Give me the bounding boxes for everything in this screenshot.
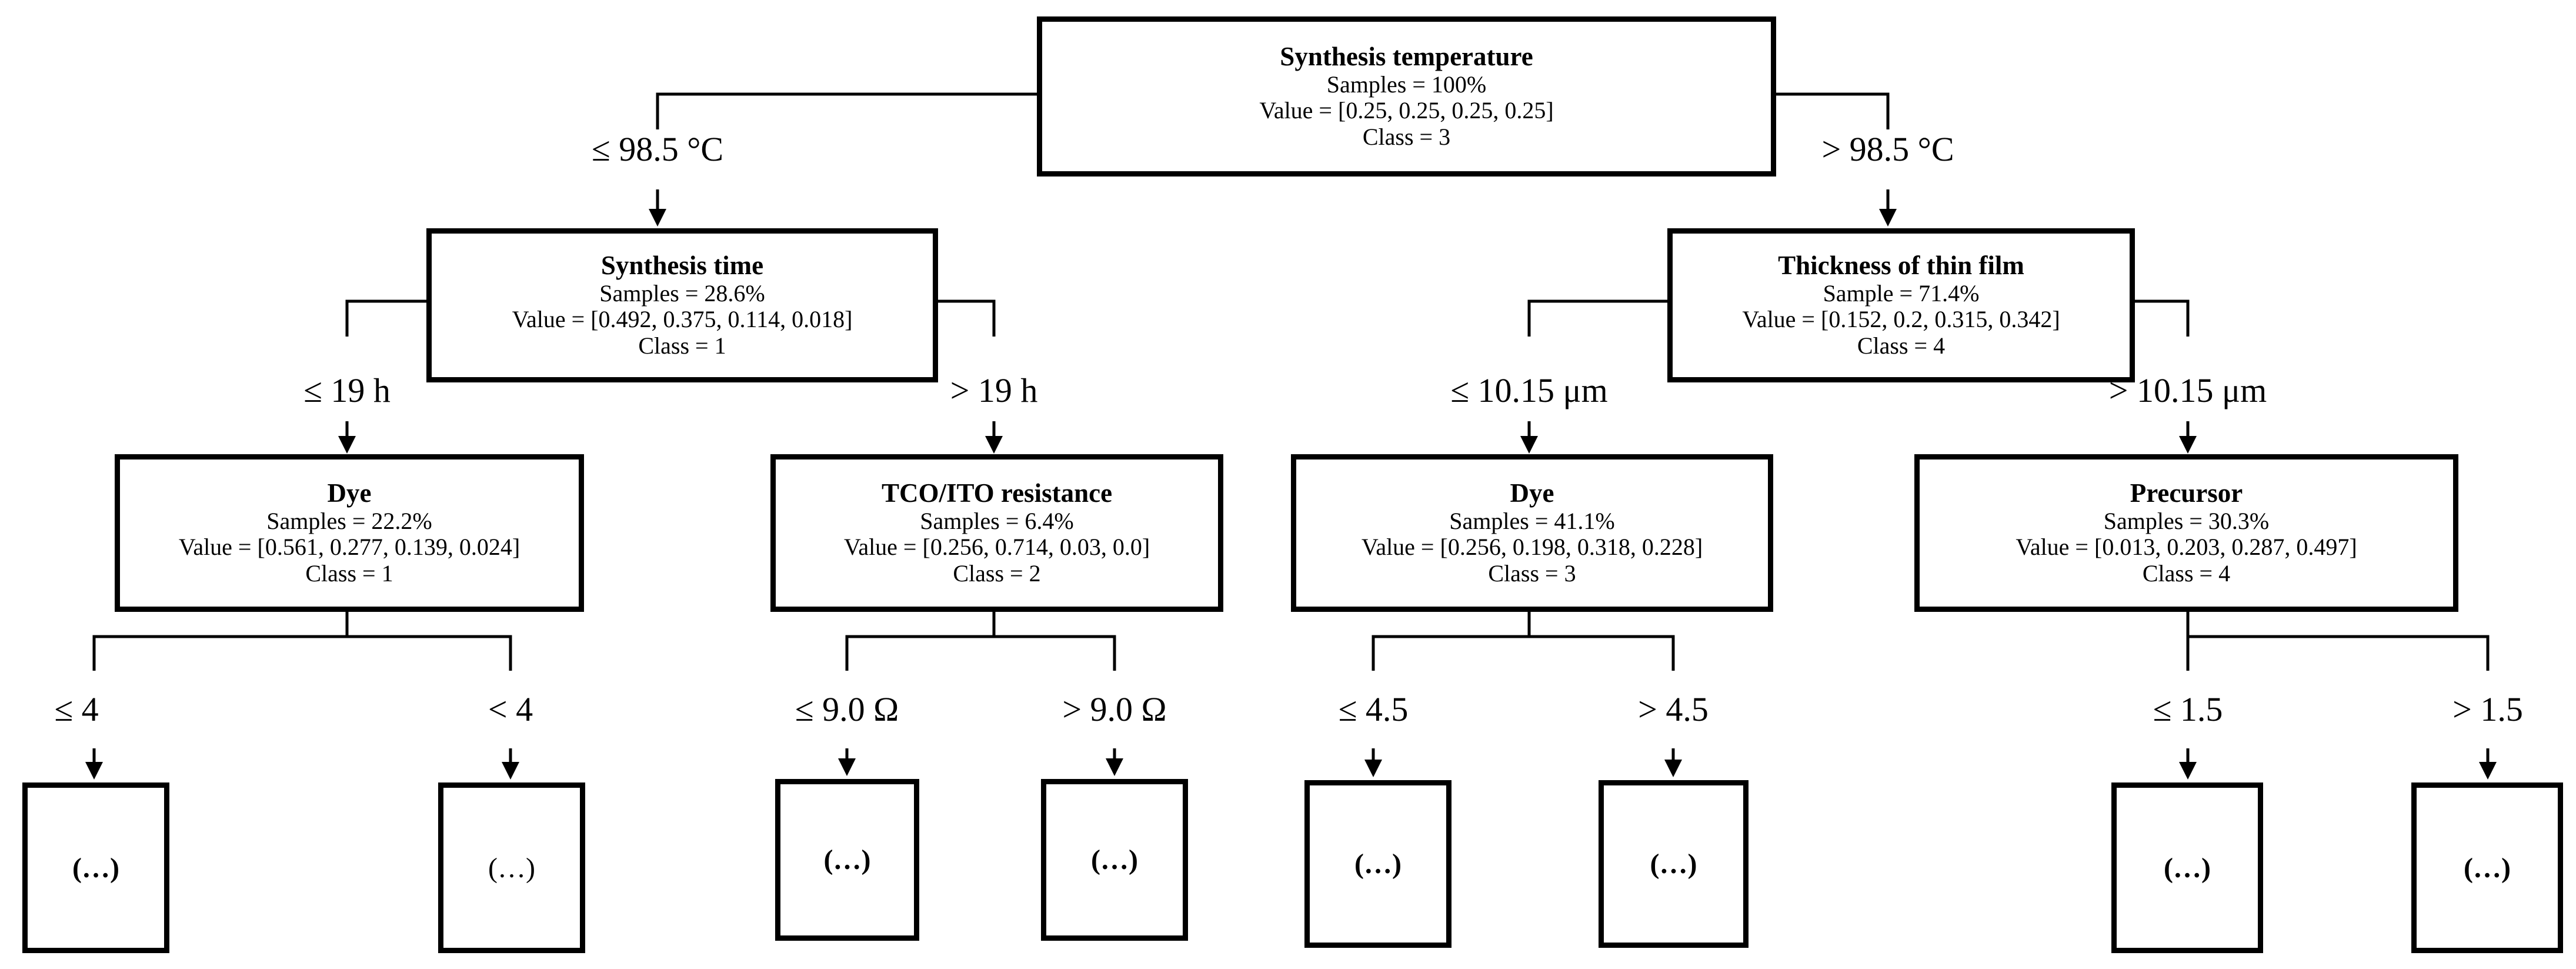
edge-time-right — [938, 299, 996, 337]
edge-label-dye-a-right: < 4 — [488, 690, 533, 728]
edge-label-time-left: ≤ 19 h — [303, 371, 391, 409]
edge-label-prec-right: > 1.5 — [2452, 690, 2523, 728]
node-title: TCO/ITO resistance — [881, 478, 1113, 508]
node-value: Value = [0.013, 0.203, 0.287, 0.497] — [2016, 534, 2357, 561]
edge-label-time-right: > 19 h — [950, 371, 1038, 409]
edge-root-left — [656, 92, 1037, 129]
edge-tco — [845, 612, 1116, 671]
node-title: Synthesis temperature — [1280, 42, 1533, 72]
node-samples: Samples = 100% — [1326, 71, 1487, 98]
node-value: Value = [0.561, 0.277, 0.139, 0.024] — [178, 534, 520, 561]
node-class: Class = 4 — [1857, 332, 1946, 359]
leaf-node: (…) — [438, 782, 585, 953]
node-synthesis-temperature: Synthesis temperature Samples = 100% Val… — [1037, 16, 1776, 177]
ellipsis-text: (…) — [823, 844, 871, 875]
node-title: Dye — [327, 478, 372, 508]
node-dye-b: Dye Samples = 41.1% Value = [0.256, 0.19… — [1291, 454, 1773, 612]
node-title: Synthesis time — [600, 251, 764, 281]
leaf-node: (…) — [2111, 782, 2263, 953]
node-precursor: Precursor Samples = 30.3% Value = [0.013… — [1914, 454, 2458, 612]
node-class: Class = 4 — [2142, 560, 2231, 587]
leaf-node: (…) — [2411, 782, 2563, 953]
edge-dye-a — [92, 612, 512, 671]
edge-label-root-right: > 98.5 °C — [1821, 130, 1954, 168]
node-value: Value = [0.152, 0.2, 0.315, 0.342] — [1742, 306, 2060, 333]
node-tco-ito-resistance: TCO/ITO resistance Samples = 6.4% Value … — [770, 454, 1223, 612]
node-dye-a: Dye Samples = 22.2% Value = [0.561, 0.27… — [115, 454, 584, 612]
edge-label-dye-b-left: ≤ 4.5 — [1338, 690, 1409, 728]
leaf-node: (…) — [1599, 780, 1749, 948]
ellipsis-text: (…) — [1650, 848, 1697, 880]
node-class: Class = 1 — [305, 560, 393, 587]
edge-root-right — [1776, 92, 1890, 129]
edge-label-root-left: ≤ 98.5 °C — [591, 130, 724, 168]
ellipsis-text: (…) — [1091, 844, 1138, 875]
ellipsis-text: (…) — [488, 852, 535, 884]
node-samples: Samples = 6.4% — [920, 507, 1074, 534]
leaf-node: (…) — [22, 782, 169, 953]
edge-label-thick-left: ≤ 10.15 μm — [1450, 371, 1608, 409]
node-samples: Samples = 30.3% — [2103, 507, 2270, 534]
node-title: Dye — [1510, 478, 1554, 508]
node-samples: Sample = 71.4% — [1823, 279, 1980, 307]
node-samples: Samples = 28.6% — [599, 279, 765, 307]
node-samples: Samples = 41.1% — [1449, 507, 1615, 534]
leaf-node: (…) — [1304, 780, 1451, 948]
node-synthesis-time: Synthesis time Samples = 28.6% Value = [… — [426, 228, 938, 382]
node-title: Precursor — [2130, 478, 2243, 508]
node-title: Thickness of thin film — [1778, 251, 2024, 281]
node-samples: Samples = 22.2% — [266, 507, 432, 534]
node-class: Class = 3 — [1488, 560, 1576, 587]
edge-label-dye-a-left: ≤ 4 — [54, 690, 99, 728]
node-class: Class = 1 — [638, 332, 726, 359]
edge-thick-left — [1527, 299, 1667, 337]
ellipsis-text: (…) — [2464, 852, 2511, 884]
edge-thick-right — [2135, 299, 2190, 337]
edge-label-tco-right: > 9.0 Ω — [1062, 690, 1167, 728]
edge-label-dye-b-right: > 4.5 — [1638, 690, 1709, 728]
leaf-node: (…) — [1041, 779, 1188, 941]
edge-time-left — [345, 299, 426, 337]
node-class: Class = 3 — [1362, 124, 1451, 151]
node-value: Value = [0.256, 0.198, 0.318, 0.228] — [1361, 534, 1703, 561]
node-thickness-of-thin-film: Thickness of thin film Sample = 71.4% Va… — [1667, 228, 2135, 382]
ellipsis-text: (…) — [1354, 848, 1402, 880]
node-class: Class = 2 — [953, 560, 1041, 587]
edge-dye-b — [1372, 612, 1675, 671]
node-value: Value = [0.256, 0.714, 0.03, 0.0] — [843, 534, 1150, 561]
edge-label-tco-left: ≤ 9.0 Ω — [795, 690, 899, 728]
node-value: Value = [0.492, 0.375, 0.114, 0.018] — [512, 306, 853, 333]
ellipsis-text: (…) — [72, 852, 119, 884]
leaf-node: (…) — [775, 779, 919, 941]
ellipsis-text: (…) — [2164, 852, 2211, 884]
node-value: Value = [0.25, 0.25, 0.25, 0.25] — [1259, 97, 1554, 124]
edge-label-thick-right: > 10.15 μm — [2108, 371, 2267, 409]
edge-label-prec-left: ≤ 1.5 — [2153, 690, 2223, 728]
